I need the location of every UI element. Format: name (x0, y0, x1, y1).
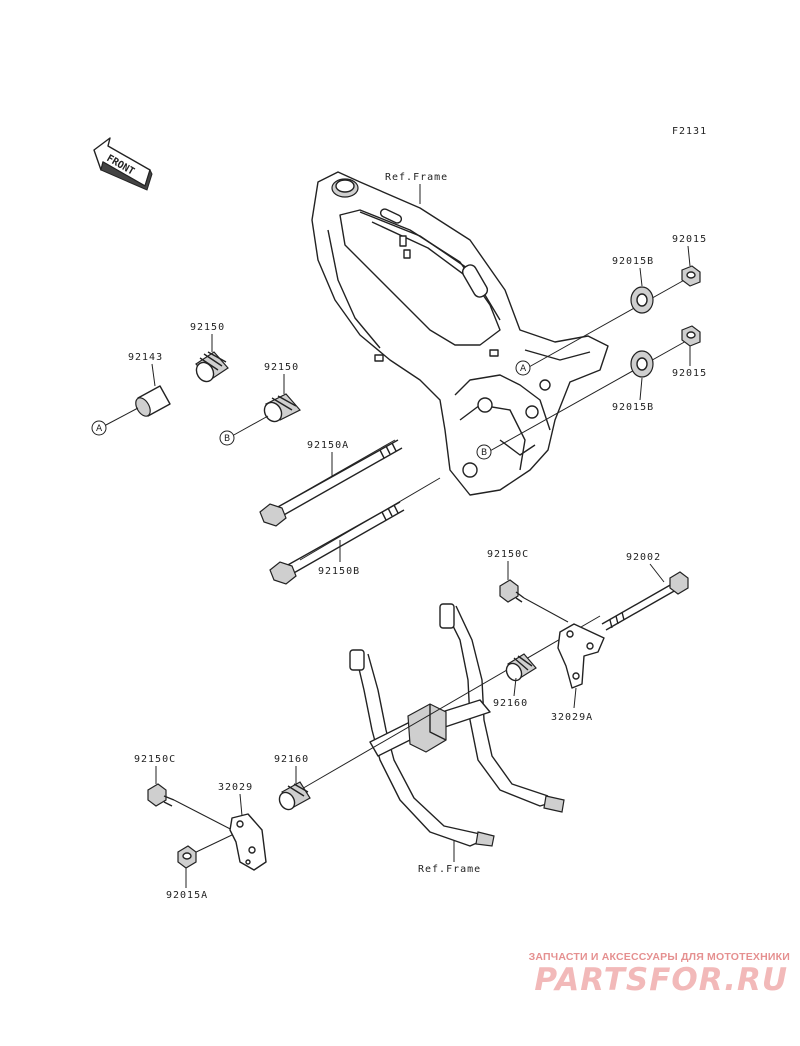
main-frame-drawing (311, 171, 609, 496)
label-92143: 92143 (128, 352, 163, 363)
label-32029a: 32029A (551, 712, 593, 723)
bracket-32029 (229, 813, 267, 871)
label-92160-left: 92160 (274, 754, 309, 765)
label-92015a: 92015A (166, 890, 208, 901)
callout-a-left: A (91, 420, 107, 436)
callout-b-frame: B (476, 444, 492, 460)
bolt-92150b (269, 501, 405, 585)
label-92002: 92002 (626, 552, 661, 563)
bolt-92150c-right (499, 579, 525, 603)
axis-line-top (519, 277, 689, 373)
axis-line-mid (487, 339, 689, 453)
label-92150b: 92150B (318, 566, 360, 577)
label-92150-a: 92150 (190, 322, 225, 333)
collar-92160-right (505, 653, 537, 682)
svg-text:B: B (224, 434, 230, 444)
bushing-92150-b (263, 393, 301, 423)
label-92015-mid: 92015 (672, 368, 707, 379)
watermark-tagline: ЗАПЧАСТИ И АКСЕССУАРЫ ДЛЯ МОТОТЕХНИКИ (528, 951, 790, 963)
label-92150-b: 92150 (264, 362, 299, 373)
svg-text:A: A (520, 364, 527, 374)
label-92150a: 92150A (307, 440, 349, 451)
label-92015b-mid: 92015B (612, 402, 654, 413)
washer-92015b-top (630, 286, 654, 314)
bolt-92150a (259, 439, 403, 527)
svg-text:A: A (96, 424, 103, 434)
ref-frame-top-label: Ref.Frame (385, 172, 448, 183)
figure-code: F2131 (672, 126, 707, 137)
nut-92015-mid (681, 325, 701, 347)
lower-frame-downtubes (349, 603, 565, 847)
front-arrow-icon: FRONT (93, 137, 153, 191)
svg-text:B: B (481, 448, 487, 458)
bracket-32029a (557, 623, 605, 689)
callout-a-frame: A (515, 360, 531, 376)
nut-92015-top (681, 265, 701, 287)
bolt-92002 (601, 571, 689, 631)
nut-92015a (177, 845, 197, 869)
bolt-92150c-left (147, 783, 175, 807)
label-92150c-left: 92150C (134, 754, 176, 765)
watermark-logo: PARTSFOR.RU (534, 962, 788, 998)
label-92150c-right: 92150C (487, 549, 529, 560)
collar-92143 (135, 385, 171, 417)
collar-92160-left (278, 781, 311, 811)
bushing-92150-a (195, 351, 229, 383)
callout-b-left: B (219, 430, 235, 446)
label-92015-top: 92015 (672, 234, 707, 245)
washer-92015b-mid (630, 350, 654, 378)
label-92160-right: 92160 (493, 698, 528, 709)
label-32029: 32029 (218, 782, 253, 793)
axis-line-lower (299, 615, 601, 791)
label-92015b-top: 92015B (612, 256, 654, 267)
ref-frame-bottom-label: Ref.Frame (418, 864, 481, 875)
